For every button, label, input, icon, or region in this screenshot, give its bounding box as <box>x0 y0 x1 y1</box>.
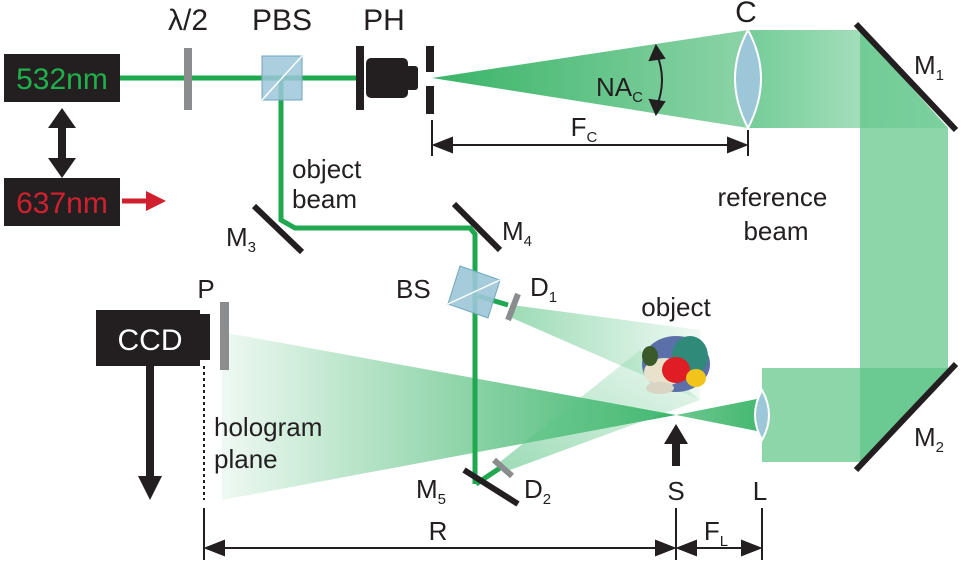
r-dimension <box>203 508 763 560</box>
lens-label: L <box>753 476 767 506</box>
collimated-beam-bottom <box>762 368 948 462</box>
laser-637nm: 637nm <box>4 178 120 226</box>
diffuser-d2 <box>492 457 514 479</box>
half-wave-plate-label: λ/2 <box>168 4 208 37</box>
fl-label: FL <box>704 516 728 550</box>
lens-l <box>754 387 770 443</box>
laser-532-label: 532nm <box>16 63 108 96</box>
polarizer-label: P <box>197 274 214 304</box>
fc-label: FC <box>571 112 598 146</box>
red-arrow <box>122 191 166 211</box>
hologram-cone <box>222 332 676 500</box>
half-wave-plate <box>184 48 192 110</box>
mirror-m5 <box>462 467 520 507</box>
focusing-cone <box>676 398 762 432</box>
object-beam-label: object beam <box>292 154 369 214</box>
diffuser-d1-label: D1 <box>530 272 557 306</box>
mirror-m3 <box>251 203 305 255</box>
polarizing-beam-splitter <box>261 55 303 101</box>
diffuser-d2-label: D2 <box>524 474 551 508</box>
object-figurine <box>642 336 710 394</box>
switch-arrow <box>48 108 76 178</box>
source-label: S <box>667 476 684 506</box>
mirror-m2 <box>853 361 959 473</box>
collimator-label: C <box>735 0 757 29</box>
reference-beam-label: reference beam <box>717 182 834 246</box>
ccd-move-arrow <box>138 366 162 500</box>
mirror-m1 <box>853 21 959 133</box>
r-label: R <box>429 516 448 546</box>
laser-637-label: 637nm <box>16 187 108 220</box>
diffuser-d1 <box>505 292 521 322</box>
mirror-m1-label: M1 <box>914 50 944 84</box>
reference-beam-path <box>222 30 948 500</box>
fc-dimension <box>431 120 749 156</box>
mirror-m4-label: M4 <box>502 216 532 250</box>
source-arrow <box>664 424 688 466</box>
pinhole-label: PH <box>363 4 405 37</box>
diverging-cone <box>432 30 748 128</box>
na-label: NAC <box>596 72 643 106</box>
object-label: object <box>641 292 711 322</box>
collimator-lens <box>734 27 762 131</box>
mirror-m3-label: M3 <box>226 222 256 256</box>
na-arrow <box>648 43 666 117</box>
mirror-m2-label: M2 <box>914 422 944 456</box>
pbs-label: PBS <box>252 4 312 37</box>
pinhole-objective <box>356 46 434 114</box>
polarizer-p <box>220 302 229 370</box>
ccd-label: CCD <box>118 324 183 357</box>
mirror-m4 <box>451 201 503 253</box>
laser-532nm: 532nm <box>4 54 120 102</box>
beam-splitter-label: BS <box>396 274 431 304</box>
collimated-beam-vertical <box>860 30 948 462</box>
beam-splitter <box>447 265 501 319</box>
mirror-m5-label: M5 <box>416 474 446 508</box>
hologram-plane-label: hologram plane <box>214 412 330 474</box>
ccd-camera: CCD <box>96 310 210 366</box>
